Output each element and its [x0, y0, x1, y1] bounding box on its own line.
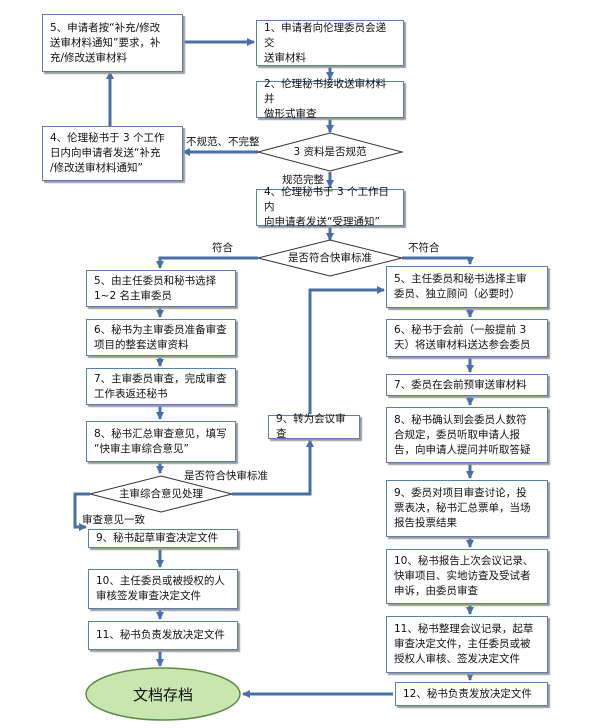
step-accept-box: 4、伦理秘书于 3 个工作日内 向申请者发送“受理通知” — [256, 186, 404, 228]
right-step-12-box: 12、秘书负责发放决定文件 — [395, 682, 548, 706]
left-step-7-box: 7、主审委员审查，完成审查 工作表返还秘书 — [86, 368, 236, 405]
right-step-8-box: 8、秘书确认到会委员人数符 合规定，委员听取申请人报 告，向申请人提问并听取答疑 — [386, 407, 548, 463]
decision-materials-compliant — [256, 132, 404, 172]
left-step-11-box: 11、秘书负责发放决定文件 — [88, 621, 238, 650]
middle-step-9-box: 9、转为会议审查 — [268, 413, 360, 440]
left-step-5-box: 5、由主任委员和秘书选择 1~2 名主审委员 — [86, 270, 236, 307]
arrow-diamond-to-left9 — [73, 492, 90, 531]
left-step-6-box: 6、秘书为主审委员准备审查 项目的整套送审资料 — [86, 319, 236, 356]
label-not-compliant: 不规范、不完整 — [186, 136, 260, 148]
step-2-box: 2、伦理秘书接收送审材料并 做形式审查 — [256, 78, 404, 120]
arrow-fastq-to-left5 — [156, 256, 258, 269]
left-step-8-box: 8、秘书汇总审查意见，填写 “快审主审综合意见” — [86, 421, 236, 462]
label-meets: 符合 — [212, 242, 233, 254]
arrow-fastq-to-right5 — [402, 256, 474, 265]
arrow-diamond-to-middle9 — [232, 439, 314, 496]
right-step-11-box: 11、秘书整理会议记录，起草 审查决定文件，主任委员或被 授权人审核、签发决定文… — [386, 616, 548, 673]
label-not-meets: 不符合 — [408, 242, 440, 254]
left-step-9-box: 9、秘书起草审查决定文件 — [88, 529, 238, 548]
step-notify-supplement-box: 4、伦理秘书于 3 个工作 日内向申请者发送“补充 /修改送审材料通知” — [42, 126, 183, 181]
step-1-box: 1、申请者向伦理委员会递交 送审材料 — [256, 20, 404, 66]
decision-primary-opinion-label: 主审综合意见处理 — [119, 488, 203, 500]
step-resubmit-box: 5、申请者按“补充/修改 送审材料通知”要求，补 充/修改送审材料 — [42, 14, 183, 72]
label-meets-fast-question: 是否符合快审标准 — [184, 470, 268, 482]
label-consistent: 审查意见一致 — [82, 514, 145, 526]
right-step-7-box: 7、委员在会前预审送审材料 — [386, 374, 548, 396]
right-step-6-box: 6、秘书于会前（一般提前 3 天）将送审材料送达参会委员 — [386, 319, 548, 357]
archive-label: 文档存档 — [132, 686, 193, 704]
label-compliant: 规范完整 — [282, 174, 324, 186]
decision-primary-opinion — [89, 475, 233, 513]
decision-fast-track — [257, 239, 403, 277]
decision-materials-label: 3 资料是否规范 — [293, 146, 367, 158]
left-step-10-box: 10、主任委员或被授权的人 审核签发审查决定文件 — [88, 569, 238, 609]
right-step-9-box: 9、委员对项目审查讨论，投 票表决，秘书汇总票单，当场 报告投票结果 — [386, 480, 548, 537]
right-step-5-box: 5、主任委员和秘书选择主审 委员、独立顾问（必要时） — [386, 266, 548, 308]
decision-fast-track-label: 是否符合快审标准 — [288, 252, 372, 264]
archive-oval — [85, 667, 241, 721]
arrow-middle9-to-right5 — [308, 286, 385, 414]
right-step-10-box: 10、秘书报告上次会议记录、 快审项目、实地访查及受试者 申诉，由委员审查 — [386, 549, 548, 604]
